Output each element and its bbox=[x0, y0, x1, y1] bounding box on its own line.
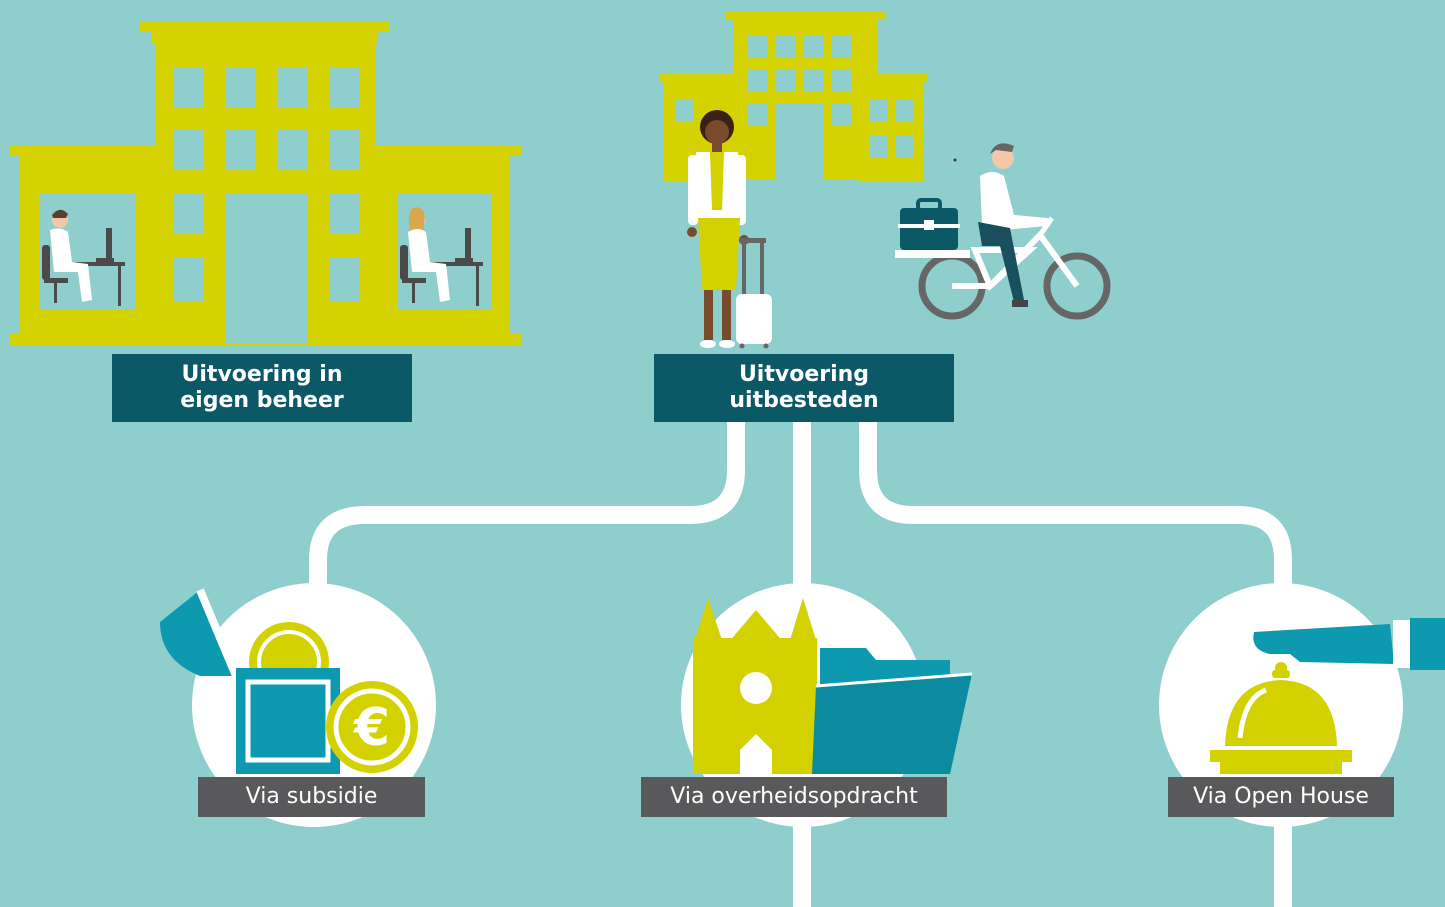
suitcase-icon bbox=[736, 238, 772, 349]
euro-coins-box-icon bbox=[160, 588, 418, 774]
label-own-line1: Uitvoering in bbox=[181, 362, 343, 387]
euro-symbol: € bbox=[353, 698, 390, 758]
decorative-dot bbox=[953, 158, 957, 162]
label-subsidy: Via subsidie bbox=[198, 777, 425, 817]
businesswoman-icon bbox=[687, 110, 749, 348]
label-outsource: Uitvoering uitbesteden bbox=[654, 354, 954, 422]
label-own-line2: eigen beheer bbox=[180, 388, 344, 413]
cyclist-icon bbox=[895, 143, 1111, 320]
office-building-icon bbox=[10, 22, 522, 346]
office-worker-right-icon bbox=[400, 207, 483, 306]
label-outsource-line1: Uitvoering bbox=[738, 362, 870, 387]
office-worker-left-icon bbox=[42, 209, 125, 306]
label-outsource-line2: uitbesteden bbox=[729, 388, 879, 413]
label-public-contract: Via overheidsopdracht bbox=[641, 777, 947, 817]
connector-to-subsidy bbox=[309, 420, 745, 600]
label-own-management: Uitvoering in eigen beheer bbox=[112, 354, 412, 422]
church-folder-icon bbox=[693, 598, 973, 774]
label-open-house: Via Open House bbox=[1168, 777, 1394, 817]
connector-to-open-house bbox=[859, 420, 1292, 907]
service-bell-hand-icon bbox=[1210, 618, 1445, 774]
